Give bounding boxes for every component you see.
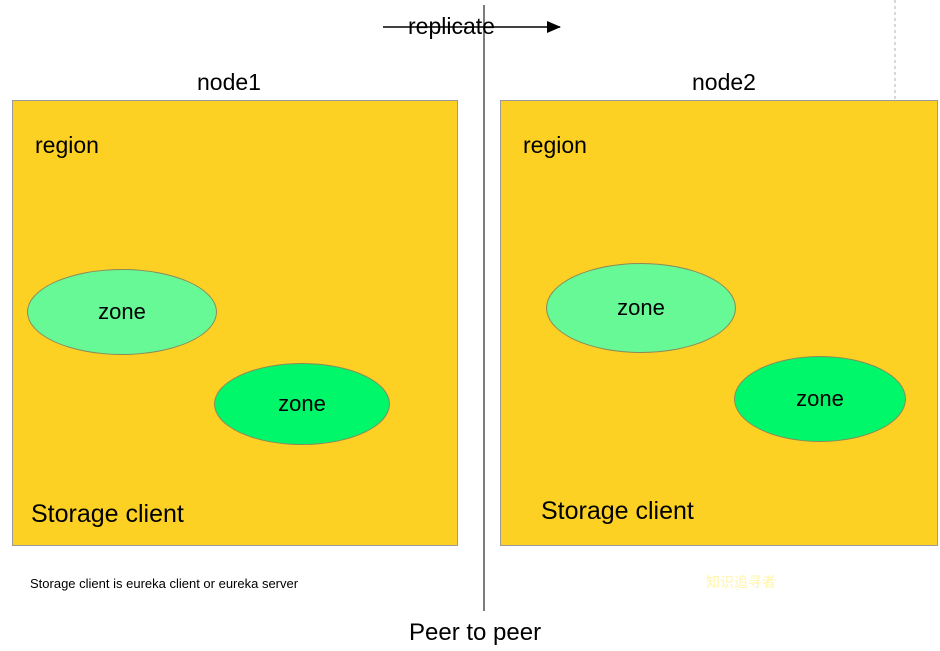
node2-region-label: region (523, 132, 587, 158)
replicate-label: replicate (408, 13, 495, 39)
node1-region-label: region (35, 132, 99, 158)
node1-zone-dark: zone (214, 363, 390, 445)
node2-zone-dark: zone (734, 356, 906, 442)
node2-zone-light: zone (546, 263, 736, 353)
footnote-text: Storage client is eureka client or eurek… (30, 576, 299, 591)
node1-region-box: region zone zone Storage client (12, 100, 458, 546)
node1-storage-client-label: Storage client (31, 500, 184, 528)
node2-storage-client-label: Storage client (541, 497, 694, 525)
node1-title: node1 (197, 69, 261, 95)
node2-region-box: region zone zone Storage client (500, 100, 938, 546)
node2-title: node2 (692, 69, 756, 95)
watermark-text: 知识追寻者 (706, 574, 776, 590)
bottom-caption: Peer to peer (409, 619, 542, 646)
node1-zone-light: zone (27, 269, 217, 355)
